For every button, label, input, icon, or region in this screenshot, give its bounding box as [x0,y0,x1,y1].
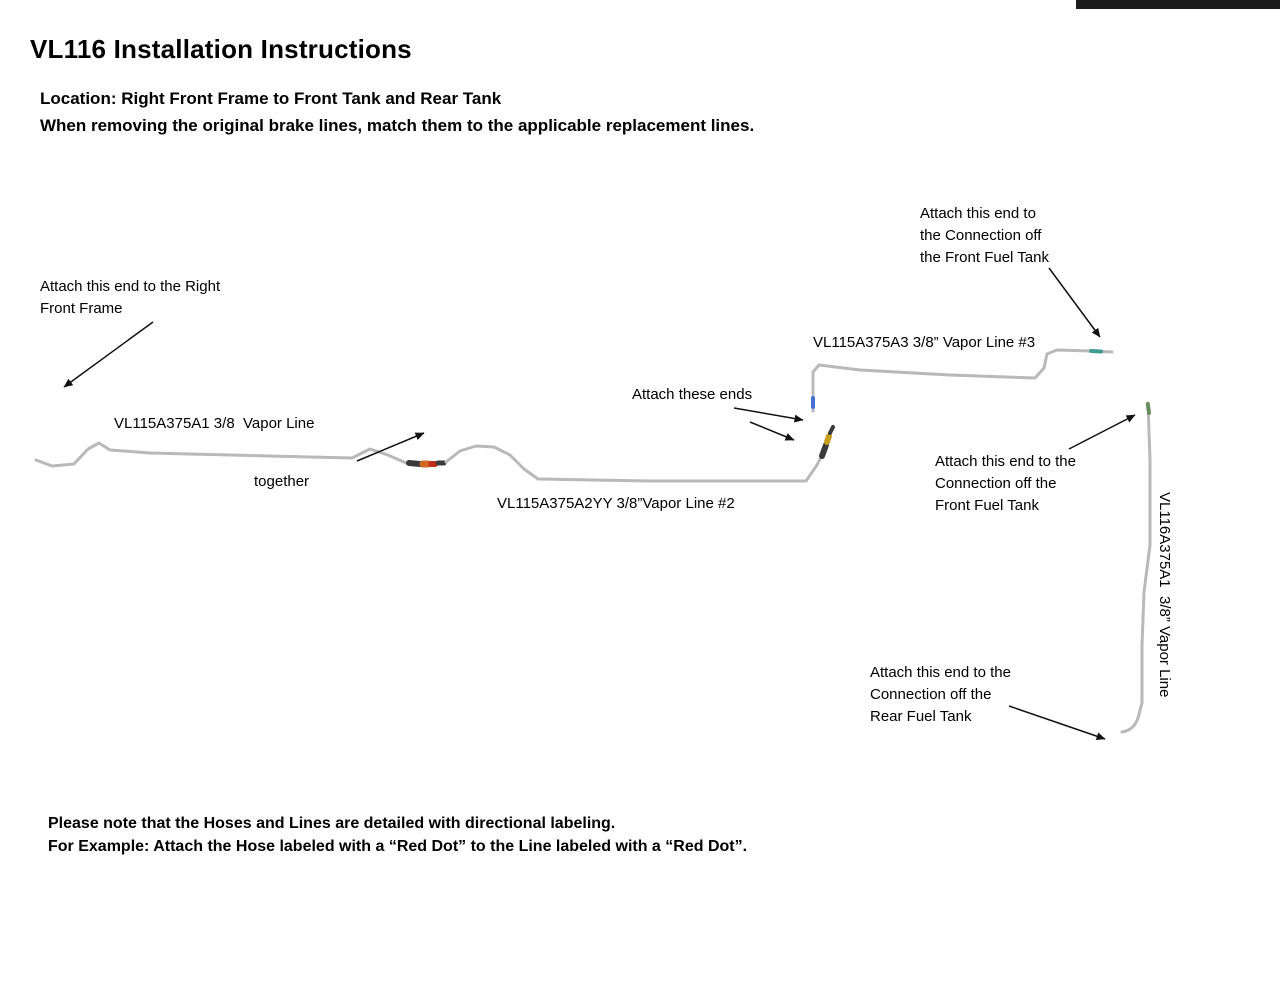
location-line: Location: Right Front Frame to Front Tan… [40,89,502,108]
footer-note-directional-labeling: Please note that the Hoses and Lines are… [48,815,616,832]
note-attach-these-ends: Attach these ends [632,386,753,403]
label-vapor-line-4-vertical: VL116A375A1 3/8” Vapor Line [1156,492,1173,698]
label-vapor-line-1: VL115A375A1 3/8 Vapor Line [114,415,315,432]
arrow-front-tank-top [1048,267,1101,338]
vapor-line-1 [34,441,408,468]
note-together: together [254,473,310,490]
note-right-front-frame: Attach this end to the Right Front Frame [40,278,221,317]
page-title: VL116 Installation Instructions [30,34,412,64]
label-vapor-line-3: VL115A375A3 3/8” Vapor Line #3 [813,334,1036,351]
vapor-line-4 [1120,401,1152,734]
arrow-front-tank-mid [1068,414,1136,450]
arrow-right-front-frame [63,321,154,388]
arrow-attach-ends-upper [733,407,804,423]
label-vapor-line-2: VL115A375A2YY 3/8”Vapor Line #2 [497,495,735,512]
fitting-1-dark-left [406,460,423,467]
fitting-2-dark [819,442,829,459]
arrow-attach-ends-lower [749,421,795,441]
note-rear-tank: Attach this end to the Connection off th… [870,664,1011,725]
vapor-line-2 [444,444,825,483]
vapor-line-3 [811,348,1114,413]
note-front-tank-top: Attach this end to the Connection off th… [920,205,1049,266]
arrow-together-junction [356,432,425,462]
note-front-tank-mid: Attach this end to the Connection off th… [935,453,1076,514]
arrow-rear-tank [1008,705,1106,741]
fitting-4-green-mark [1145,402,1151,415]
fitting-2-dark-tip [828,425,835,435]
footer-note-red-dot-example: For Example: Attach the Hose labeled wit… [48,838,748,855]
fitting-3-teal-mark [1089,349,1103,354]
instruction-line: When removing the original brake lines, … [40,116,755,135]
fitting-2-gold-mark [824,433,832,445]
window-edge-bar [1076,0,1280,9]
